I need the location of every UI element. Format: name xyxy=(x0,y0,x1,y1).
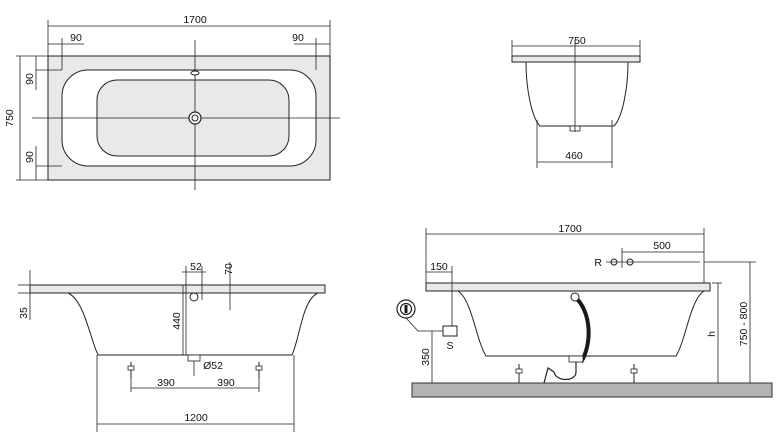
siphon-leader-line xyxy=(405,317,419,332)
top-view: 1700 90 90 750 90 90 xyxy=(4,14,340,190)
siphon-symbol-bar-icon xyxy=(404,305,408,313)
end-view: 750 460 xyxy=(511,35,641,168)
overflow-icon xyxy=(190,70,200,76)
floor xyxy=(411,382,773,398)
installed-tub-body xyxy=(456,290,706,357)
waste-offset-label: 52 xyxy=(190,261,202,273)
access-panel-icon xyxy=(442,325,458,337)
siphon-label: S xyxy=(446,340,453,352)
installed-foot-right-icon xyxy=(630,364,638,383)
side-view: 35 52 70 440 Ø52 390 390 1200 xyxy=(18,261,326,432)
rim-left-label: 90 xyxy=(70,32,82,44)
feet-right-label: 390 xyxy=(217,377,235,389)
feet-left-label: 390 xyxy=(157,377,175,389)
side-rim-label: 35 xyxy=(18,307,30,319)
installed-foot-left-icon xyxy=(515,364,523,383)
tap-label: R xyxy=(594,257,602,269)
installed-drain-icon xyxy=(568,355,584,363)
foot-right-icon xyxy=(255,362,263,378)
overflow-hose xyxy=(573,295,591,364)
tap-offset-label: 500 xyxy=(653,240,671,252)
side-rim xyxy=(29,284,326,294)
total-height-label: 750 - 800 xyxy=(738,302,750,347)
installed-waste-offset-label: 150 xyxy=(430,261,448,273)
siphon-height-label: 350 xyxy=(420,348,432,366)
installed-length-label: 1700 xyxy=(558,223,582,235)
overflow-height-label: 70 xyxy=(223,263,235,275)
side-drain-icon xyxy=(187,354,201,362)
end-top-width-label: 750 xyxy=(568,35,586,47)
end-rim xyxy=(511,55,641,63)
installed-overflow-icon xyxy=(570,292,580,302)
top-width-label: 750 xyxy=(4,109,16,127)
base-length-label: 1200 xyxy=(184,412,208,424)
foot-left-icon xyxy=(127,362,135,378)
h-label: h xyxy=(706,331,718,337)
rim-bottom-label: 90 xyxy=(24,151,36,163)
top-length-label: 1700 xyxy=(183,14,207,26)
siphon-trap-icon xyxy=(543,356,577,384)
waste-diameter-label: Ø52 xyxy=(203,360,223,372)
rim-top-label: 90 xyxy=(24,73,36,85)
end-tub-body xyxy=(525,61,629,127)
drain-inner-icon xyxy=(191,114,199,122)
installed-rim xyxy=(425,282,711,292)
side-tub-body xyxy=(67,292,319,356)
end-bottom-width-label: 460 xyxy=(565,150,583,162)
rim-right-label: 90 xyxy=(292,32,304,44)
installed-view: 1700 R 500 750 - 800 h 150 S 350 xyxy=(396,223,773,398)
depth-label: 440 xyxy=(171,312,183,330)
side-overflow-icon xyxy=(189,292,199,302)
